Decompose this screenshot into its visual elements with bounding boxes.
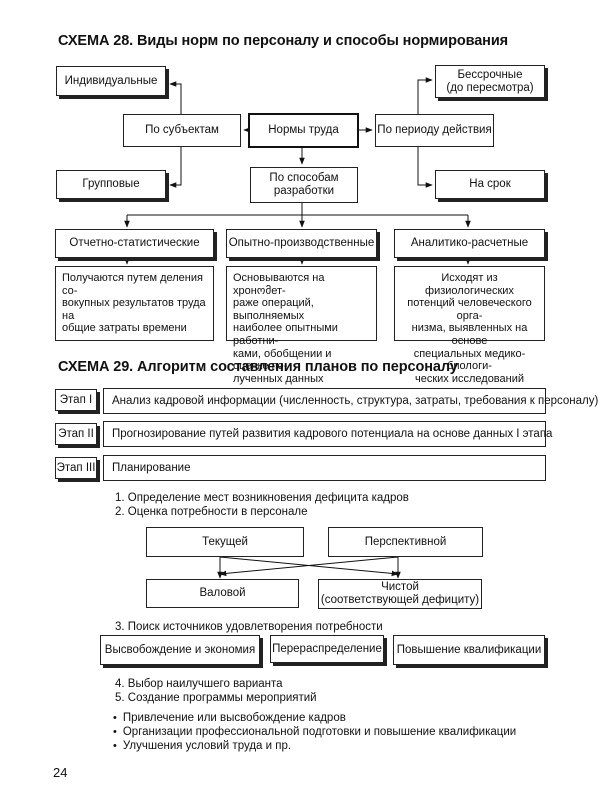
method-desc-statistical: Получаются путем деления со- вокупных ре… <box>55 266 214 341</box>
method-box-statistical: Отчетно-статистические <box>55 229 214 258</box>
list-item: Привлечение или высвобождение кадров <box>113 711 516 725</box>
method-desc-experimental: Основываются на хронომет- раже операций,… <box>226 266 377 385</box>
list-item: Улучшения условий труда и пр. <box>113 739 516 753</box>
by-period-box: По периоду действия <box>375 114 494 147</box>
method-box-experimental: Опытно-производственные <box>226 229 377 258</box>
stage-1-text: Анализ кадровой информации (численность,… <box>103 388 598 414</box>
term-norms-box: На срок <box>435 170 545 199</box>
method-box-analytical: Аналитико-расчетные <box>394 229 545 258</box>
stage-2-label: Этап II <box>55 423 97 445</box>
source-release-box: Высвобождение и экономия <box>100 635 260 665</box>
by-subject-box: По субъектам <box>123 114 241 147</box>
stage-2-text: Прогнозирование путей развития кадрового… <box>103 421 552 447</box>
schema29-title: СХЕМА 29. Алгоритм составления планов по… <box>58 359 458 375</box>
step-2-text: 2. Оценка потребности в персонале <box>115 506 308 518</box>
indefinite-norms-box: Бессрочные(до пересмотра) <box>435 65 545 98</box>
schema28-title: СХЕМА 28. Виды норм по персоналу и спосо… <box>58 33 509 49</box>
list-item: Организации профессиональной подготовки … <box>113 725 516 739</box>
step-1-text: 1. Определение мест возникновения дефици… <box>115 492 409 504</box>
method-desc-analytical: Исходят из физиологических потенций чело… <box>394 266 545 385</box>
individual-norms-box: Индивидуальные <box>56 66 166 96</box>
gross-need-box: Валовой <box>146 579 299 608</box>
group-norms-box: Групповые <box>56 170 166 199</box>
source-redistribution-box: Перераспределение <box>270 635 384 663</box>
net-need-box: Чистой(соответствующей дефициту) <box>318 579 482 609</box>
program-measures-list: Привлечение или высвобождение кадров Орг… <box>113 711 516 753</box>
step-3-text: 3. Поиск источников удовлетворения потре… <box>115 621 383 633</box>
source-qualification-box: Повышение квалификации <box>393 635 545 665</box>
stage-1-label: Этап I <box>55 389 97 411</box>
perspective-need-box: Перспективной <box>328 527 483 557</box>
page-number: 24 <box>53 765 68 780</box>
labor-norms-box: Нормы труда <box>248 113 359 148</box>
step-5-text: 5. Создание программы мероприятий <box>115 692 317 704</box>
stage-3-text: Планирование <box>103 455 546 481</box>
stage-3-label: Этап III <box>55 457 97 479</box>
current-need-box: Текущей <box>146 527 304 557</box>
step-4-text: 4. Выбор наилучшего варианта <box>115 678 283 690</box>
